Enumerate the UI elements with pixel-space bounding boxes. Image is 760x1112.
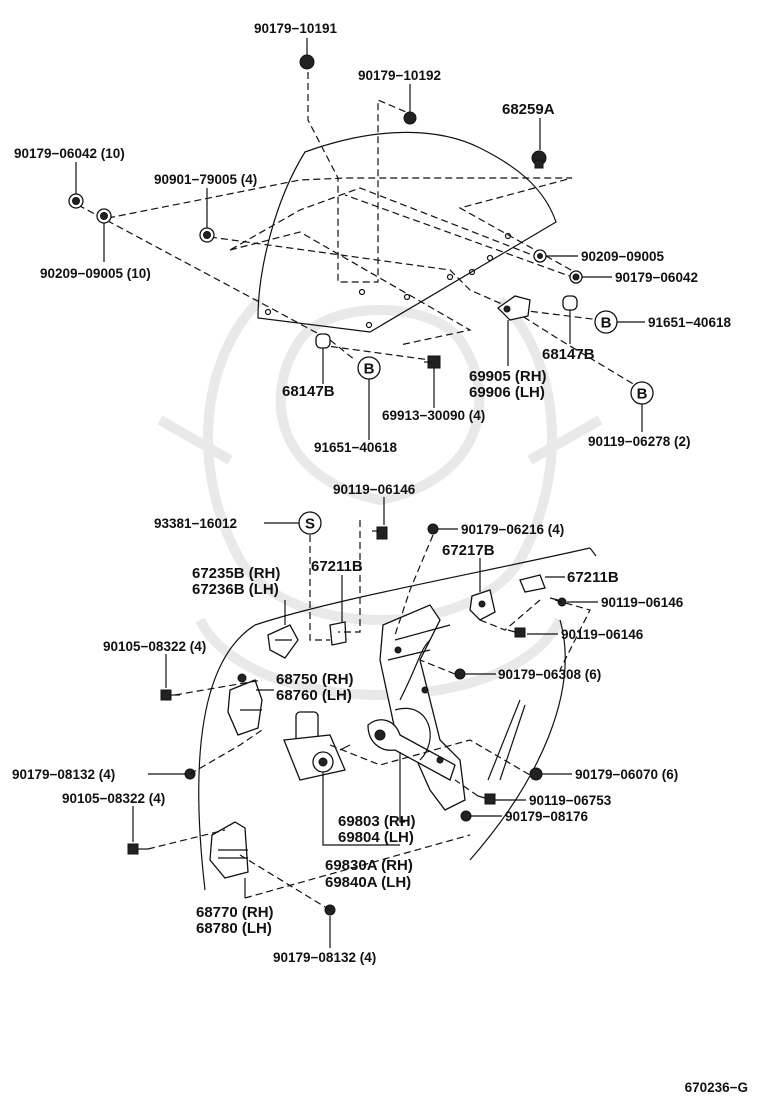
callout-letter: B	[364, 361, 375, 378]
label-90179-06042: 90179−06042	[615, 270, 698, 285]
bracket-68770	[209, 821, 249, 879]
label-68147b-right: 68147B	[542, 346, 595, 363]
label-90179-10192: 90179−10192	[358, 68, 441, 83]
label-69906-lh: 69906 (LH)	[469, 384, 545, 401]
label-67217b: 67217B	[442, 542, 495, 559]
bracket-67235b	[267, 624, 299, 659]
watermark-emblem	[157, 296, 603, 700]
label-67235b-rh: 67235B (RH)	[192, 565, 280, 582]
callout-letter: S	[305, 516, 315, 533]
door-panel-outline	[198, 547, 597, 891]
bottom-dashed-guides	[147, 520, 591, 911]
label-90179-06042-10: 90179−06042 (10)	[14, 146, 125, 161]
label-90209-09005: 90209−09005	[581, 249, 664, 264]
top-leader-lines	[75, 38, 645, 440]
label-69830a-rh: 69830A (RH)	[325, 857, 413, 874]
regulator-motor	[283, 711, 351, 781]
label-90179-06216-4: 90179−06216 (4)	[461, 522, 564, 537]
label-69804-lh: 69804 (LH)	[338, 829, 414, 846]
label-90179-08132-4-b: 90179−08132 (4)	[273, 950, 376, 965]
label-68770-rh: 68770 (RH)	[196, 904, 274, 921]
callout-b-lower-right: B	[630, 381, 654, 405]
bottom-leader-lines	[132, 497, 598, 948]
label-90119-06753: 90119−06753	[529, 793, 612, 808]
top-dashed-guides	[77, 72, 636, 386]
bracket-67211b-right	[519, 574, 546, 593]
label-91651-40618-center: 91651−40618	[314, 440, 397, 455]
label-93381-16012: 93381−16012	[154, 516, 237, 531]
label-90119-06146-r2: 90119−06146	[561, 627, 644, 642]
label-69803-rh: 69803 (RH)	[338, 813, 416, 830]
window-regulator	[367, 604, 466, 811]
bracket-68750	[227, 673, 263, 736]
callout-letter: B	[637, 386, 648, 403]
label-69840a-lh: 69840A (LH)	[325, 874, 411, 891]
label-69905-rh: 69905 (RH)	[469, 368, 547, 385]
label-68750-rh: 68750 (RH)	[276, 671, 354, 688]
label-69913-30090-4: 69913−30090 (4)	[382, 408, 485, 423]
label-67211b-right: 67211B	[567, 569, 619, 586]
bottom-part-labels: 90119−06146 93381−16012 90179−06216 (4) …	[12, 482, 684, 965]
label-91651-40618-right: 91651−40618	[648, 315, 731, 330]
label-68259a: 68259A	[502, 101, 555, 118]
label-90179-06070-6: 90179−06070 (6)	[575, 767, 678, 782]
label-67211b-left: 67211B	[311, 558, 363, 575]
top-fasteners	[68, 54, 583, 369]
callout-s: S	[298, 511, 322, 535]
label-90901-79005-4: 90901−79005 (4)	[154, 172, 257, 187]
label-90119-06146-top: 90119−06146	[333, 482, 416, 497]
callout-b-center: B	[357, 356, 381, 380]
callout-b-right: B	[594, 310, 618, 334]
label-68780-lh: 68780 (LH)	[196, 920, 272, 937]
label-90179-08132-4-a: 90179−08132 (4)	[12, 767, 115, 782]
top-part-labels: 90179−10191 90179−10192 68259A 90179−060…	[14, 21, 731, 455]
label-90119-06146-r1: 90119−06146	[601, 595, 684, 610]
label-90179-08176: 90179−08176	[505, 809, 588, 824]
callout-letter: B	[601, 315, 612, 332]
label-90179-06308-6: 90179−06308 (6)	[498, 667, 601, 682]
label-90179-10191: 90179−10191	[254, 21, 337, 36]
label-68147b-left: 68147B	[282, 383, 335, 400]
bracket-67217b	[469, 589, 496, 621]
label-67236b-lh: 67236B (LH)	[192, 581, 279, 598]
label-90119-06278-2: 90119−06278 (2)	[588, 434, 690, 449]
door-glass	[257, 131, 557, 333]
bracket-67211b-left	[329, 621, 347, 646]
label-90105-08322-4-b: 90105−08322 (4)	[62, 791, 165, 806]
figure-id: 670236−G	[685, 1080, 748, 1095]
label-90209-09005-10: 90209−09005 (10)	[40, 266, 151, 281]
label-90105-08322-4-a: 90105−08322 (4)	[103, 639, 206, 654]
label-68760-lh: 68760 (LH)	[276, 687, 352, 704]
